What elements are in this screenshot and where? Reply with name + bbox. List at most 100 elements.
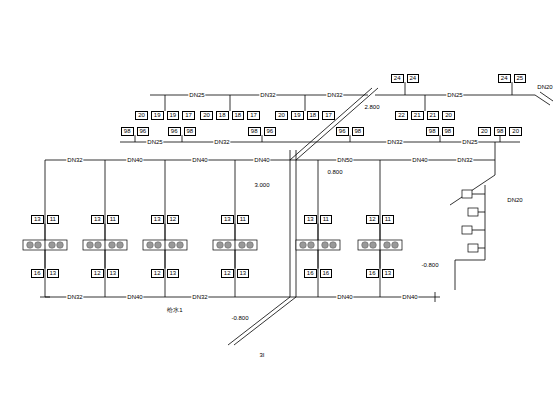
fixture-number: 20 [135, 111, 148, 120]
fixture-number: 16 [304, 269, 317, 278]
pipe-label: DN32 [191, 294, 208, 301]
pipe-label: 给水1 [166, 307, 183, 314]
fixture-number: 20 [442, 111, 455, 120]
fixture-symbol [330, 242, 337, 249]
pipe-label: 3I [258, 352, 265, 359]
fixture-symbol [117, 242, 124, 249]
fixture-box: 9698 [336, 127, 364, 136]
fixture-number: 98 [426, 127, 439, 136]
fixture-box: 1211 [366, 215, 394, 224]
fixture-number: 11 [320, 215, 332, 224]
fixture-symbol [225, 242, 232, 249]
fixture-number: 18 [232, 111, 245, 120]
fixture-symbol [392, 242, 399, 249]
riser-pipe [105, 160, 380, 297]
fixture-symbol [95, 242, 102, 249]
right-pipe [450, 160, 495, 290]
riser-pipe [379, 224, 380, 269]
fixture-number: 13 [151, 215, 164, 224]
fixture-number: 20 [478, 127, 491, 136]
fixture-symbol [322, 242, 329, 249]
pipe-label: DN20 [536, 84, 553, 91]
fixture-symbol [247, 242, 254, 249]
fixture-number: 17 [182, 111, 195, 120]
fixture-symbol [217, 242, 224, 249]
branch-riser [165, 82, 512, 111]
fixture-box: 1213 [151, 269, 179, 278]
fixture-box: 1613 [31, 269, 59, 278]
fixture-number: 20 [200, 111, 213, 120]
riser-pipe [104, 224, 105, 269]
pipe-label: DN32 [326, 92, 343, 99]
pipe-label: DN25 [446, 92, 463, 99]
fixture-symbol [462, 226, 472, 234]
pipe-label: DN40 [253, 157, 270, 164]
fixture-number: 24 [407, 74, 420, 83]
riser-pipe [44, 224, 45, 269]
fixture-number: 96 [264, 127, 277, 136]
diagonal-pipe [228, 297, 296, 345]
fixture-number: 18 [216, 111, 229, 120]
fixture-number: 19 [291, 111, 304, 120]
fixture-number: 13 [47, 269, 60, 278]
fixture-symbol [49, 242, 56, 249]
fixture-number: 19 [151, 111, 164, 120]
pipe-label: DN25 [146, 139, 163, 146]
fixture-box: 1311 [91, 215, 119, 224]
fixture-symbol [462, 190, 472, 198]
fixture-number: 98 [121, 127, 134, 136]
fixture-box: 9896 [248, 127, 276, 136]
pipe-label: DN40 [401, 294, 418, 301]
fixture-number: 13 [221, 215, 234, 224]
fixture-symbol [27, 242, 34, 249]
fixture-number: 13 [107, 269, 120, 278]
pipe-label: DN40 [126, 294, 143, 301]
pipe-label: -0.800 [230, 315, 249, 322]
fixture-symbol [362, 242, 369, 249]
pipe-label: 0.800 [326, 169, 343, 176]
fixture-number: 13 [304, 215, 317, 224]
fixture-number: 20 [275, 111, 288, 120]
fixture-symbol [468, 208, 478, 216]
fixture-number: 12 [221, 269, 234, 278]
pipe-label: DN32 [386, 139, 403, 146]
fixture-symbol [147, 242, 154, 249]
pipe-label: DN32 [66, 157, 83, 164]
fixture-number: 13 [382, 269, 395, 278]
pipe-label: DN50 [336, 157, 353, 164]
fixture-box: 22212120 [395, 111, 455, 120]
fixture-symbol [308, 242, 315, 249]
fixture-number: 11 [237, 215, 249, 224]
fixture-box: 1311 [221, 215, 249, 224]
fixture-number: 18 [307, 111, 320, 120]
fixture-box: 1616 [304, 269, 332, 278]
fixture-number: 19 [167, 111, 180, 120]
riser-pipe [165, 224, 166, 269]
pipe-label: 2.800 [363, 104, 380, 111]
fixture-box: 1312 [151, 215, 179, 224]
fixture-number: 98 [494, 127, 507, 136]
fixture-number: 21 [411, 111, 424, 120]
fixture-number: 24 [391, 74, 404, 83]
fixture-number: 17 [247, 111, 260, 120]
fixture-number: 96 [137, 127, 150, 136]
fixture-number: 12 [151, 269, 164, 278]
fixture-number: 98 [184, 127, 197, 136]
fixture-number: 20 [509, 127, 522, 136]
fixture-symbol [87, 242, 94, 249]
pipe-label: DN32 [456, 157, 473, 164]
pipe-label: DN32 [213, 139, 230, 146]
fixture-number: 13 [167, 269, 180, 278]
fixture-symbol [239, 242, 246, 249]
fixture-box: 2425 [498, 74, 526, 83]
pipe-label: DN25 [461, 139, 478, 146]
fixture-box: 9896 [121, 127, 149, 136]
riser-pipe [234, 224, 235, 269]
fixture-number: 12 [167, 215, 180, 224]
fixture-box: 209820 [478, 127, 522, 136]
fixture-symbol [35, 242, 42, 249]
fixture-number: 11 [107, 215, 119, 224]
pipe-label: DN40 [191, 157, 208, 164]
riser-pipe [317, 224, 318, 269]
